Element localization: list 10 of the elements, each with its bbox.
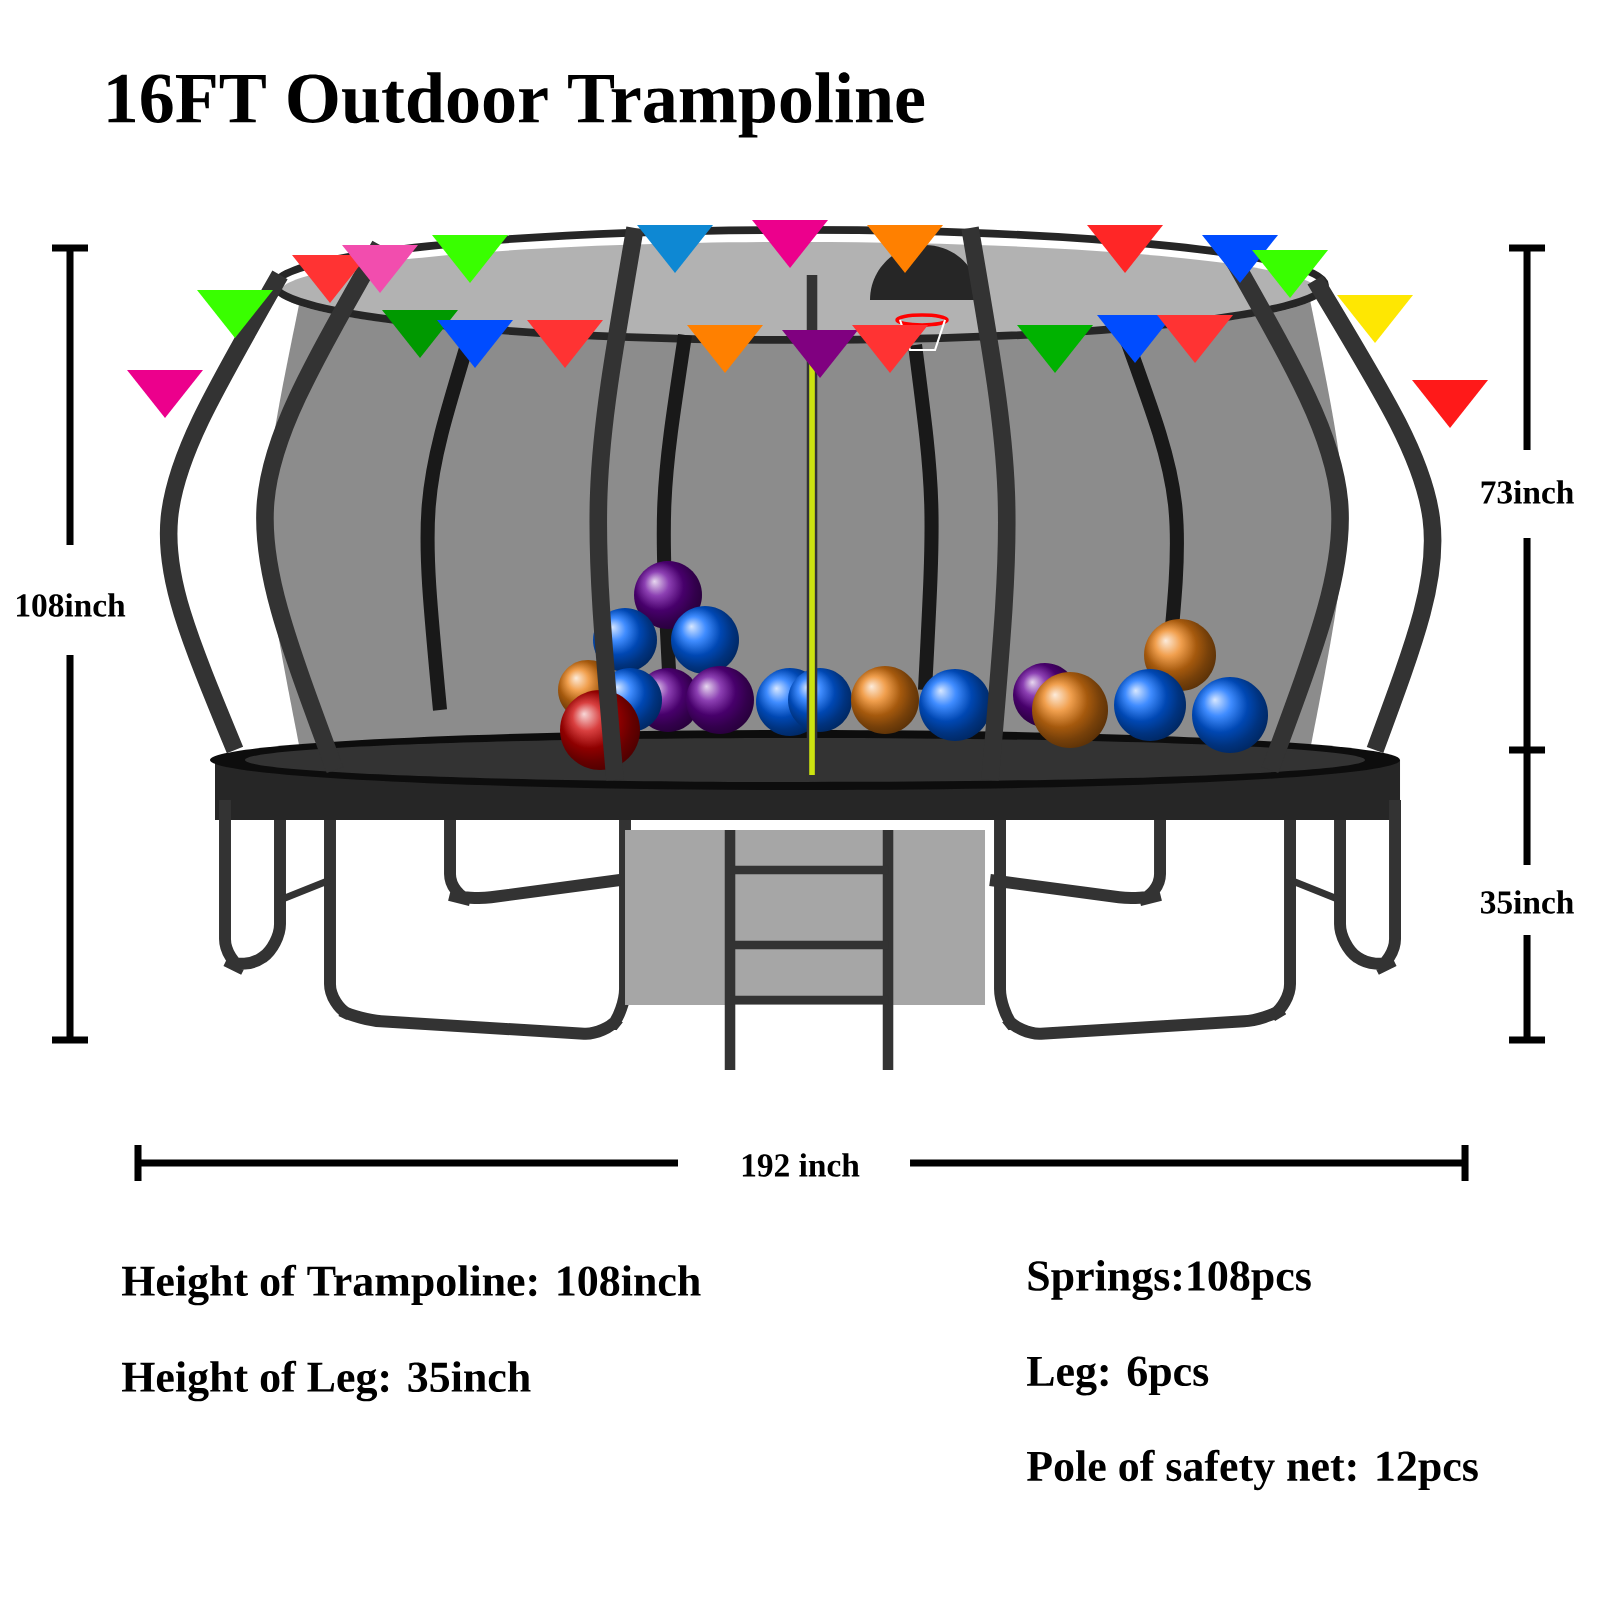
spec-text: Leg: 6pcs [1027,1356,1209,1396]
dimension-label: 73inch [1481,480,1574,504]
dimension-label: 192 inch [742,1153,860,1177]
title: 16FT Outdoor Trampoline [108,72,925,138]
spec-text: Springs:108pcs [1028,1259,1311,1301]
spec-text: Height of Trampoline: 108inch [122,1264,701,1306]
dimension-label: 35inch [1481,890,1574,914]
spec-text: Pole of safety net: 12pcs [1027,1449,1478,1491]
spec-text: Height of Leg: 35inch [122,1360,531,1402]
dimension-label: 108inch [17,593,126,617]
